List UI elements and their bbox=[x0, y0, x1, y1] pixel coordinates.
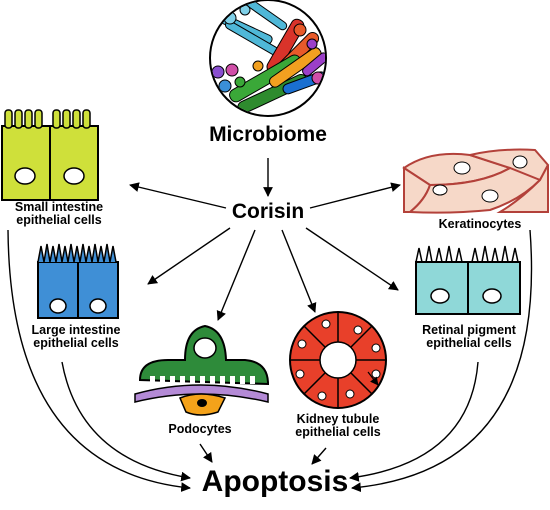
keratinocytes-label: Keratinocytes bbox=[438, 217, 522, 231]
kidney-tubule-label: Kidney tubule epithelial cells bbox=[284, 412, 392, 440]
microbiome-illustration bbox=[209, 0, 327, 117]
large-intestine-label-line2: epithelial cells bbox=[33, 336, 119, 351]
arrow-podocytes-apoptosis bbox=[199, 443, 213, 463]
kidney-tubule-cells bbox=[289, 311, 387, 409]
arrow-corisin-large-intestine bbox=[147, 227, 231, 285]
arrows bbox=[7, 158, 533, 493]
kidney-tubule-label-line2: epithelial cells bbox=[295, 425, 381, 440]
retinal-pigment-label-line1: Retinal pigment bbox=[422, 323, 516, 337]
large-intestine-cells bbox=[37, 243, 119, 319]
arrow-keratinocytes-apoptosis bbox=[351, 229, 533, 493]
apoptosis-label: Apoptosis bbox=[201, 465, 349, 498]
small-intestine-label-line1: Small intestine bbox=[14, 200, 104, 214]
retinal-pigment-label: Retinal pigment epithelial cells bbox=[404, 323, 534, 351]
small-intestine-label-line2: epithelial cells bbox=[16, 213, 102, 228]
arrow-corisin-podocytes bbox=[216, 229, 256, 321]
arrow-corisin-kidney bbox=[281, 229, 317, 313]
arrow-large-intestine-apoptosis bbox=[61, 361, 191, 482]
corisin-label: Corisin bbox=[231, 200, 305, 223]
podocyte-cell bbox=[134, 324, 270, 416]
small-intestine-cells bbox=[1, 109, 99, 201]
arrow-small-intestine-apoptosis bbox=[7, 229, 191, 492]
large-intestine-label: Large intestine epithelial cells bbox=[14, 323, 138, 351]
microbiome-label: Microbiome bbox=[209, 123, 327, 146]
kidney-tubule-label-line1: Kidney tubule bbox=[296, 412, 380, 426]
large-intestine-label-line1: Large intestine bbox=[31, 323, 121, 337]
arrow-corisin-retinal bbox=[305, 227, 399, 291]
arrow-kidney-apoptosis bbox=[311, 447, 327, 465]
arrow-retinal-apoptosis bbox=[349, 361, 479, 482]
podocytes-label: Podocytes bbox=[168, 422, 232, 436]
retinal-pigment-cells bbox=[415, 245, 521, 315]
arrow-corisin-keratinocytes bbox=[309, 182, 401, 209]
arrow-corisin-small-intestine bbox=[129, 182, 227, 209]
keratinocyte-cells bbox=[402, 148, 550, 214]
retinal-pigment-label-line2: epithelial cells bbox=[426, 336, 512, 351]
small-intestine-label: Small intestine epithelial cells bbox=[0, 200, 118, 228]
